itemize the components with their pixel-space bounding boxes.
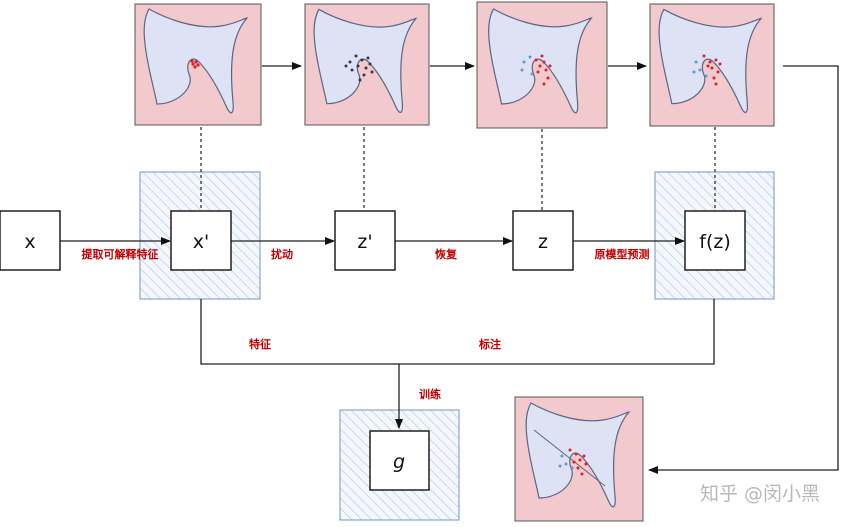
label-annotate: 标注 <box>478 337 501 351</box>
panel-original <box>134 3 262 126</box>
node-z-prime-label: z' <box>357 231 372 253</box>
panel-predicted <box>649 3 775 127</box>
node-z-prime: z' <box>334 210 396 271</box>
watermark: 知乎 @闵小黑 <box>700 483 820 505</box>
panel-recovered <box>476 1 608 129</box>
label-train: 训练 <box>419 387 441 401</box>
node-x-prime-label: x' <box>193 231 209 253</box>
node-x: x <box>0 210 61 271</box>
line-label <box>399 299 715 365</box>
panel-explanation <box>514 396 644 522</box>
node-fz-label: f(z) <box>699 231 731 253</box>
linear-boundary <box>533 429 606 487</box>
label-feature: 特征 <box>249 337 271 351</box>
dark-dot-cluster <box>344 54 374 82</box>
mixed-dot-cluster-1 <box>520 54 552 86</box>
node-z-label: z <box>538 231 548 253</box>
red-dot-cluster-1 <box>190 59 200 69</box>
label-extract: 提取可解释特征 <box>82 247 159 261</box>
label-predict: 原模型预测 <box>595 247 650 261</box>
node-x-label: x <box>24 231 35 253</box>
arrow-predicted-to-explanation <box>648 65 839 474</box>
node-g-label: g <box>393 451 405 473</box>
line-feature <box>200 299 399 365</box>
node-g: g <box>369 430 430 491</box>
node-x-prime: x' <box>170 210 232 271</box>
panel-perturbed <box>304 3 430 126</box>
node-fz: f(z) <box>684 210 746 271</box>
label-perturb: 扰动 <box>271 247 293 261</box>
node-z: z <box>512 210 574 271</box>
mixed-dot-cluster-2 <box>692 54 722 86</box>
mixed-dot-cluster-3 <box>558 448 588 476</box>
label-recover: 恢复 <box>435 247 458 261</box>
